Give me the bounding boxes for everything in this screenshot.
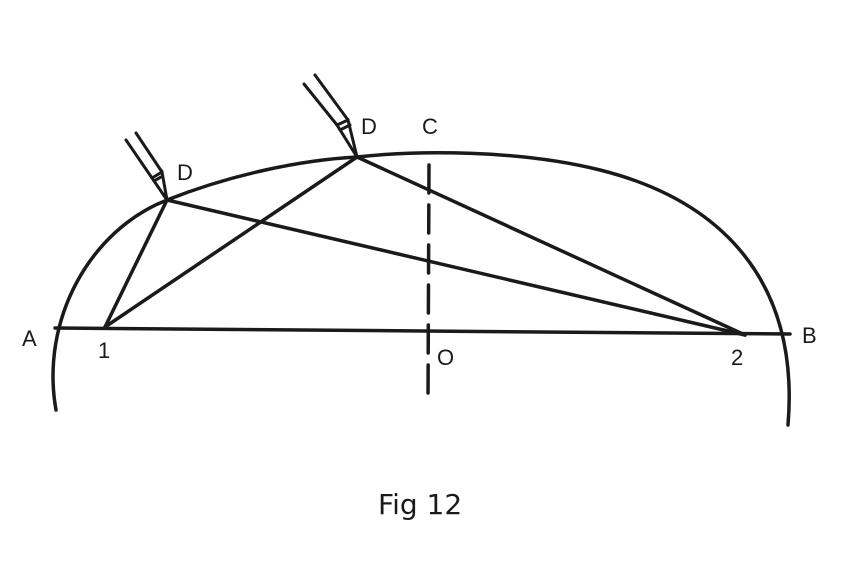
pencil-icon bbox=[124, 131, 169, 201]
label-A: A bbox=[22, 326, 37, 351]
line-D-right-to-2 bbox=[355, 155, 747, 337]
line-1-to-D-right bbox=[103, 155, 359, 329]
minor-axis-OC bbox=[426, 163, 431, 402]
line-1-to-D-left bbox=[103, 198, 169, 329]
label-point-2: 2 bbox=[731, 345, 744, 370]
label-D-right: D bbox=[361, 114, 377, 139]
pencil-icon bbox=[302, 73, 359, 158]
label-B: B bbox=[802, 323, 817, 348]
label-D-left: D bbox=[177, 160, 193, 185]
ellipse-arc bbox=[51, 151, 791, 427]
figure-caption: Fig 12 bbox=[378, 488, 463, 521]
major-axis-AB bbox=[53, 326, 792, 336]
line-D-left-to-2 bbox=[165, 198, 747, 337]
label-point-1: 1 bbox=[98, 338, 111, 363]
label-O: O bbox=[437, 345, 455, 370]
label-C: C bbox=[422, 114, 438, 139]
